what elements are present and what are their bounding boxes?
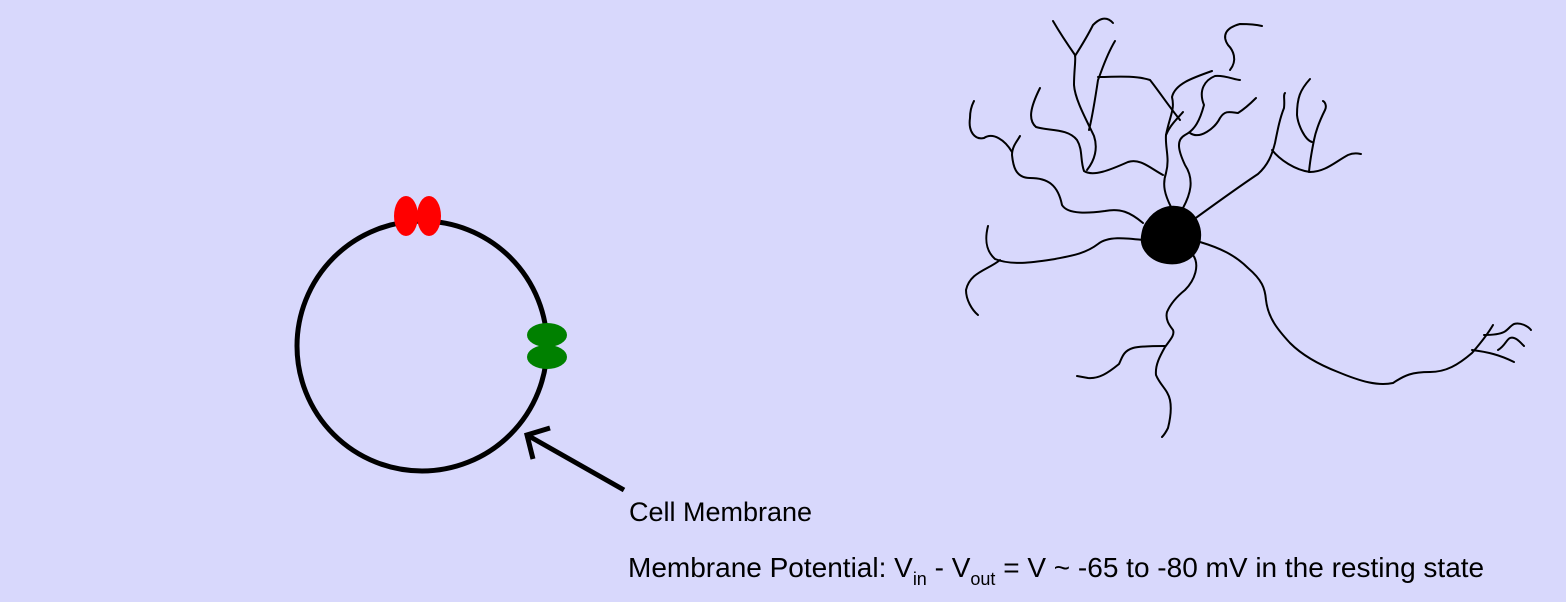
cell-membrane-circle [294, 218, 550, 474]
ion-channel-red [394, 196, 441, 236]
neuron-illustration [965, 17, 1532, 438]
cell-membrane-label: Cell Membrane [629, 497, 813, 527]
potential-middle: - V [926, 552, 971, 583]
potential-suffix: = V ~ -65 to -80 mV in the resting state [995, 552, 1485, 583]
ion-channel-green [527, 323, 567, 369]
membrane-potential-label: Membrane Potential: Vin - Vout = V ~ -65… [628, 552, 1485, 589]
membrane-arrow [523, 425, 626, 493]
potential-prefix: Membrane Potential: V [628, 552, 913, 583]
potential-sub-in: in [912, 569, 927, 589]
potential-sub-out: out [970, 569, 996, 589]
